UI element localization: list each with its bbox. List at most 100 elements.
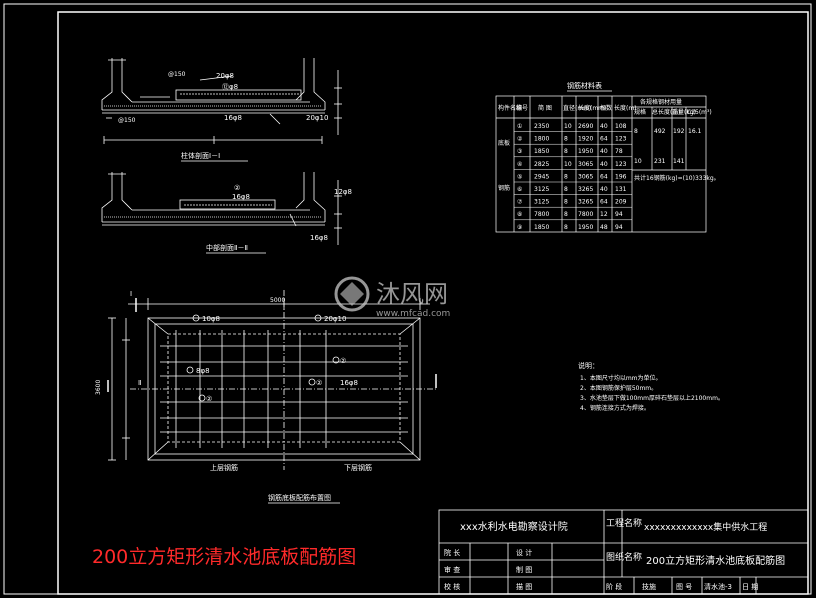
table-title: 钢筋材料表 [567,81,602,90]
stage-value: 技施 [642,582,656,591]
section-2-label-d: 16φ8 [310,234,328,242]
table-cell-no: ⑦ [517,199,523,206]
table-cell-shape: 2350 [534,123,549,130]
table-cell-shape: 3125 [534,199,549,206]
table-group-a: 底板 [498,139,510,147]
table-cell-n: 64 [600,199,608,206]
steel-spec-1: 8 [634,128,638,135]
table-cell-shape: 1850 [534,224,549,231]
table-cell-d: 8 [564,211,568,218]
section-1-label-a: 20φ8 [216,72,234,80]
title-block [438,509,809,595]
section-1-label-e: @150 [168,71,186,78]
section-1-label-b: ⑫φ8 [222,83,238,91]
section-1-label-f: @150 [118,117,136,124]
institute-name: xxx水利水电勘察设计院 [460,520,568,533]
table-cell-shape: 2945 [534,173,549,180]
table-cell-total: 123 [615,161,627,168]
note-3: 3、水池垫层下做100mm厚碎石垫层以上2100mm。 [580,394,724,402]
table-cell-d: 8 [564,199,568,206]
inner-border [57,11,809,595]
plan-dim-left: 3600 [95,380,102,395]
table-cell-d: 10 [564,161,572,168]
table-cell-total: 123 [615,136,627,143]
date-label: 日 期 [742,583,758,591]
table-cell-shape: 3125 [534,186,549,193]
table-cell-n: 40 [600,123,608,130]
plan-label-d: 16φ8 [340,379,358,387]
table-cell-n: 40 [600,148,608,155]
role-3: 校 核 [444,582,460,591]
table-cell-shape: 7800 [534,211,549,218]
number-label: 图 号 [676,583,692,591]
table-cell-len: 3265 [578,186,593,193]
table-cell-len: 3065 [578,173,593,180]
number-value: 清水池-3 [704,582,732,591]
table-cell-n: 64 [600,173,608,180]
table-cell-total: 78 [615,148,623,155]
process-1: 设 计 [516,548,532,557]
table-header-cell: 编号 [516,104,528,112]
rebar-table [495,95,707,233]
table-cell-d: 10 [564,123,572,130]
role-1: 院 长 [444,548,460,557]
table-cell-no: ③ [517,148,522,155]
plan-label-c: 8φ8 [196,367,210,375]
watermark-brand: 沐风网 [376,280,448,308]
plan-view [107,290,437,470]
table-cell-len: 3065 [578,161,593,168]
note-2: 2、本图钢筋保护层50mm。 [580,384,657,392]
table-note: 共计16钢筋(kg)=(10)333kg。 [634,174,720,182]
section-2 [101,172,342,245]
table-headers: 构件名称编号简 图直径(mm)长度(mm)根数长度(m)各规格钢材用量 [498,98,682,112]
table-cell-no: ④ [517,161,522,168]
watermark-url: www.mfcad.com [376,309,450,319]
table-cell-n: 48 [600,224,608,231]
table-cell-len: 2690 [578,123,593,130]
plan-title: 钢筋底板配筋布置图 [268,493,331,502]
table-cell-d: 8 [564,224,568,231]
table-cell-total: 131 [615,186,627,193]
steel-volume-1: 16.1 [688,128,702,135]
caption: 200立方矩形清水池底板配筋图 [92,546,357,568]
table-cell-len: 1920 [578,136,593,143]
note-1: 1、本图尺寸均以mm为单位。 [580,374,662,382]
table-cell-n: 12 [600,211,608,218]
plan-upper-bars: 上层钢筋 [210,463,238,472]
drawing-name: 200立方矩形清水池底板配筋图 [646,554,785,567]
table-sub-volume: C25(m³) [687,109,712,116]
table-sub-weight: 重量(kg) [672,108,696,116]
table-header-cell: 简 图 [538,104,552,112]
table-cell-shape: 1850 [534,148,549,155]
steel-length-1: 492 [654,128,666,135]
plan-label-e: ② [206,395,212,403]
section-2-label-a: ② [234,184,240,192]
table-header-cell: 长度(m) [614,104,637,112]
section-2-title: 中部剖面Ⅱ－Ⅱ [206,243,248,252]
table-header-cell: 构件名称 [498,104,522,112]
section-2-label-c: 12φ8 [334,188,352,196]
table-cell-n: 40 [600,186,608,193]
table-cell-no: ⑧ [517,211,522,218]
table-sub-length: 总长度(m) [652,108,681,116]
table-cell-no: ⑤ [517,173,522,180]
table-cell-total: 94 [615,224,623,231]
project-name: xxxxxxxxxxxxx集中供水工程 [644,521,767,533]
table-cell-no: ① [517,123,522,130]
plan-dim-top: 5000 [270,297,285,304]
table-cell-len: 3265 [578,199,593,206]
role-2: 审 查 [444,565,460,574]
table-cell-len: 1950 [578,148,593,155]
plan-marker-2: Ⅱ [138,379,141,387]
section-1-title: 柱体剖面I－I [181,151,220,160]
plan-label-a: 10φ8 [202,315,220,323]
project-label: 工程名称 [606,517,642,529]
table-cell-n: 64 [600,136,608,143]
section-1 [101,58,342,144]
section-1-label-d: 20φ10 [306,114,328,122]
table-group-b: 钢筋 [498,184,510,192]
plan-label-f: ② [316,379,322,387]
plan-marker-1: Ⅰ [130,290,132,298]
table-cell-d: 8 [564,136,568,143]
